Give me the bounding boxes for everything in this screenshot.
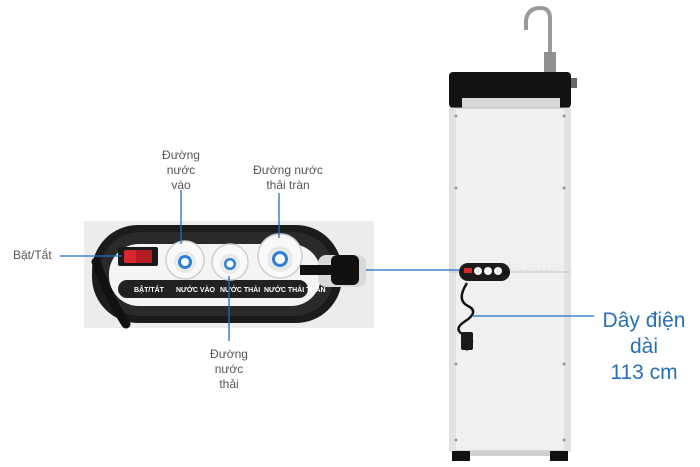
faucet-icon: [524, 5, 552, 72]
water-fitting-icon: [257, 233, 303, 279]
overflow-label-line: thải tràn: [266, 178, 310, 192]
cord-length-line: dài: [629, 335, 659, 358]
waste-label-line: Đường: [210, 347, 248, 361]
waste-label: Đường nước thải: [194, 347, 264, 392]
power-switch-label: Bật/Tắt: [13, 248, 52, 262]
cord-length-line: Dây điện: [602, 309, 686, 332]
water-purifier-cabinet: [449, 5, 577, 461]
water-fitting-icon: [165, 240, 205, 280]
overflow-label: Đường nước thải tràn: [238, 163, 338, 193]
annotation-lines: [60, 190, 594, 341]
waste-label-line: nước: [214, 362, 244, 376]
strip-label: NƯỚC THẢI: [220, 285, 260, 294]
water-fitting-icon: [211, 243, 249, 281]
inlet-label-line: nước: [166, 163, 196, 177]
power-cord-icon: [300, 255, 366, 287]
waste-label-line: thải: [219, 377, 239, 391]
cord-length-line: 113 cm: [610, 361, 678, 384]
overflow-label-line: Đường nước: [253, 163, 323, 177]
strip-label: NƯỚC THẢI TRÀN: [264, 285, 326, 294]
cord-length-label: Dây điện dài 113 cm: [592, 308, 696, 386]
inlet-label: Đường nước vào: [146, 148, 216, 193]
strip-label: BẬT/TẮT: [134, 285, 165, 294]
power-switch-icon: [118, 247, 158, 266]
strip-label: NƯỚC VÀO: [176, 285, 216, 294]
inlet-label-line: vào: [171, 178, 191, 192]
panel-strip-labels: BẬT/TẮT NƯỚC VÀO NƯỚC THẢI NƯỚC THẢI TRÀ…: [134, 285, 326, 294]
inlet-label-line: Đường: [162, 148, 200, 162]
